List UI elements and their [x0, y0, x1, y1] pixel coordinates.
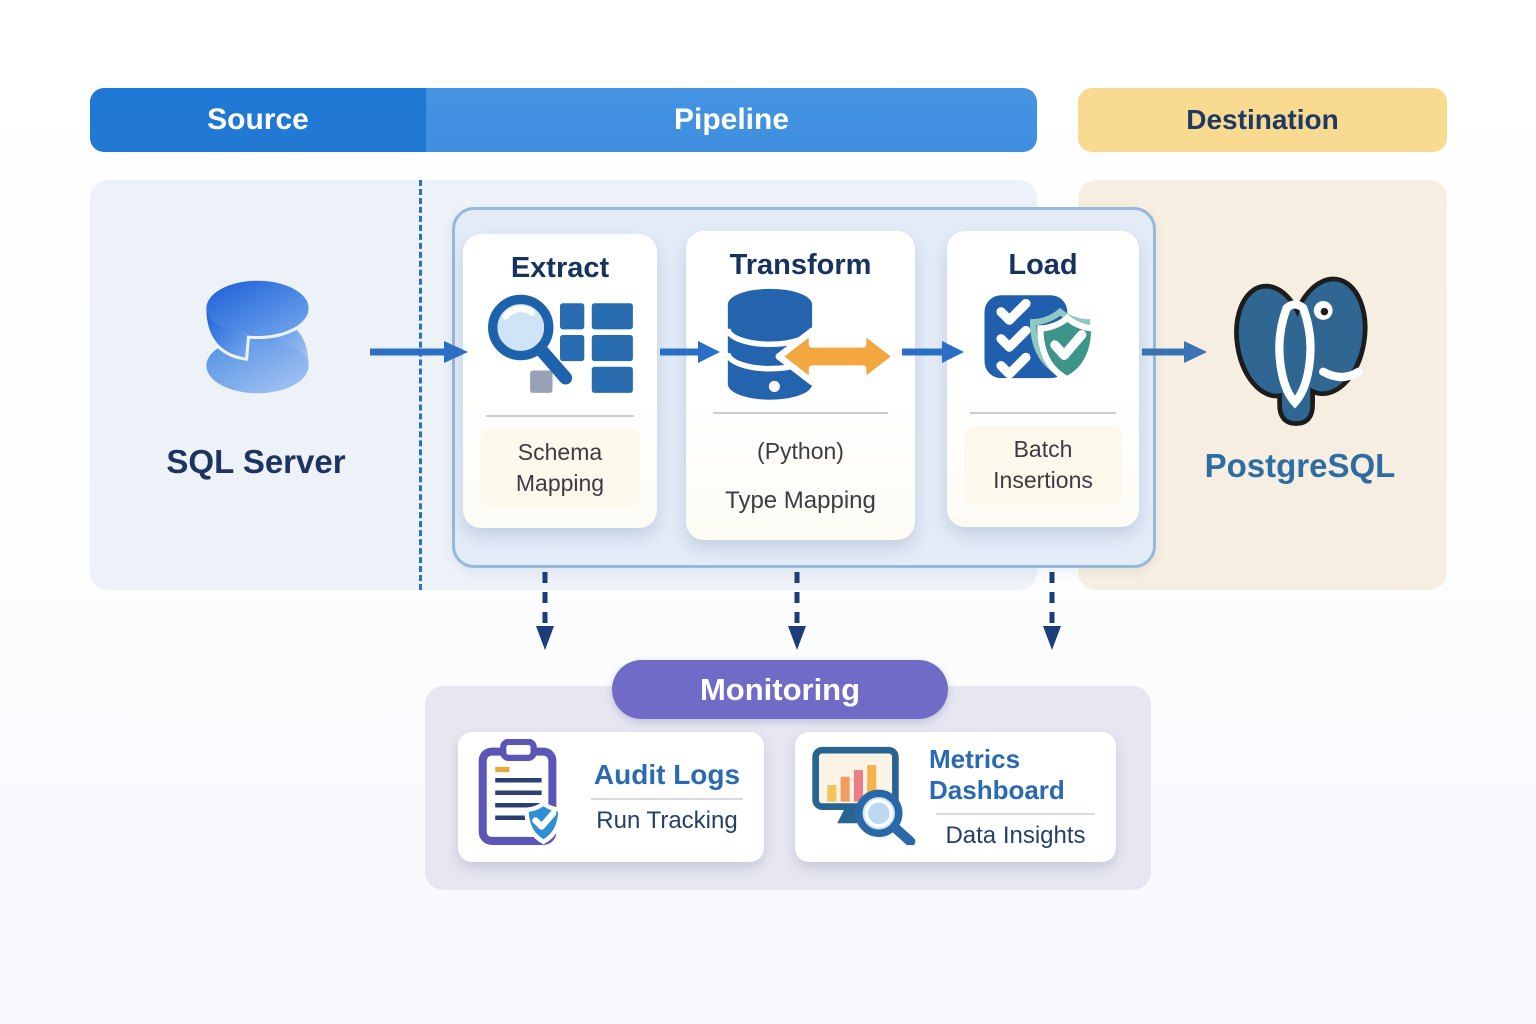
source-label: SQL Server	[166, 443, 346, 480]
database-transform-icon	[686, 282, 915, 410]
stage-card-load: Load Batch Insertions	[947, 231, 1139, 527]
pipeline-header-label: Pipeline	[673, 103, 790, 136]
monitoring-title: Monitoring	[699, 671, 861, 707]
extract-divider	[486, 415, 634, 417]
load-divider	[970, 412, 1116, 414]
dashed-arrow-extract-monitoring	[533, 572, 557, 657]
metrics-dashboard-divider	[935, 813, 1096, 815]
transform-divider	[713, 412, 888, 414]
source-header: Source	[90, 88, 426, 152]
arrow-source-to-extract	[368, 338, 470, 371]
dashed-arrow-load-monitoring	[1040, 572, 1064, 657]
audit-logs-title: Audit Logs	[593, 759, 741, 790]
load-subtitle: Batch Insertions	[964, 426, 1122, 505]
arrow-transform-to-load	[900, 338, 966, 371]
arrow-load-to-destination	[1140, 338, 1210, 371]
extract-subtitle: Schema Mapping	[480, 429, 640, 508]
source-header-label: Source	[207, 103, 309, 136]
dashed-arrow-transform-monitoring	[785, 572, 809, 657]
metrics-magnifier-icon	[809, 745, 917, 850]
transform-subtitle: (Python)	[757, 438, 844, 464]
destination-header-label: Destination	[1186, 104, 1339, 135]
clipboard-check-icon	[472, 738, 572, 855]
postgresql-logo-icon	[1212, 268, 1392, 433]
extract-title: Extract	[510, 252, 610, 284]
checklist-shield-icon	[947, 282, 1139, 410]
search-table-icon	[463, 285, 657, 413]
stage-card-transform: Transform (Python) Type Mapping	[686, 231, 915, 540]
stage-card-extract: Extract Schema Mapping	[463, 234, 657, 528]
source-pipeline-dashed-divider	[419, 180, 422, 590]
destination-header: Destination	[1078, 88, 1447, 152]
destination-label: PostgreSQL	[1204, 447, 1396, 484]
transform-title: Transform	[729, 249, 872, 281]
arrow-extract-to-transform	[658, 338, 722, 371]
monitoring-card-metrics-dashboard: Metrics Dashboard Data Insights	[795, 732, 1116, 862]
transform-subtitle-2: Type Mapping	[725, 487, 876, 515]
load-title: Load	[1008, 249, 1078, 281]
metrics-dashboard-title: Metrics Dashboard	[929, 744, 1065, 805]
monitoring-card-audit-logs: Audit Logs Run Tracking	[458, 732, 764, 862]
audit-logs-subtitle: Run Tracking	[596, 807, 738, 834]
sql-server-logo-icon	[190, 262, 325, 412]
metrics-dashboard-subtitle: Data Insights	[945, 822, 1086, 849]
monitoring-pill: Monitoring	[612, 660, 948, 719]
pipeline-header: Pipeline	[426, 88, 1037, 152]
audit-logs-divider	[590, 798, 744, 800]
